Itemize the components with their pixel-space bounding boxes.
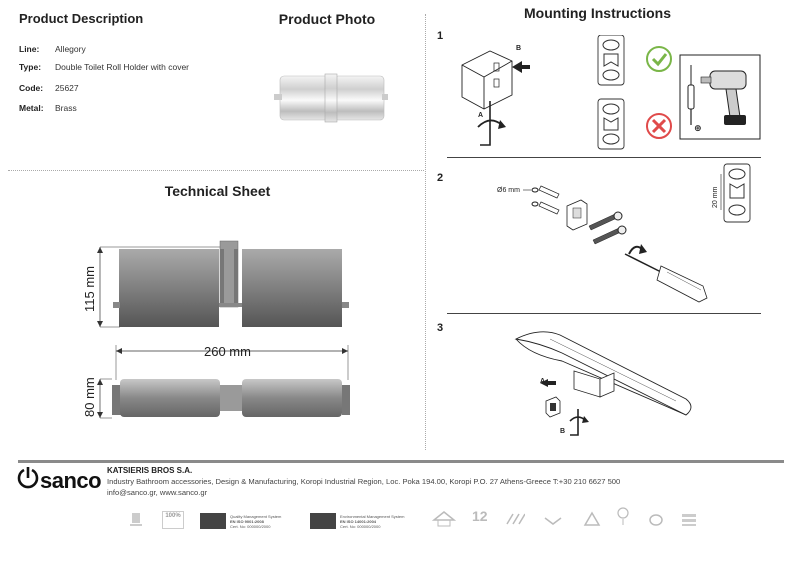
hotel-badge-icon (130, 513, 142, 526)
divider-vertical (425, 14, 426, 450)
sanco-logo-icon (17, 467, 39, 489)
spec-key: Type: (19, 62, 42, 72)
stripes-badge-icon (506, 513, 525, 525)
holder-arm (573, 370, 615, 398)
mounting-instructions-title: Mounting Instructions (524, 5, 671, 21)
cert-number: Cert. No: 000000/2000 (340, 523, 381, 529)
badge-100-percent: 100% (162, 511, 184, 529)
divider-step-2-3 (447, 313, 761, 314)
step-1-number: 1 (437, 30, 444, 42)
screws (588, 211, 627, 245)
spec-code: Code: 25627 (19, 83, 79, 93)
spec-key: Line: (19, 44, 40, 54)
step-1-label-a: A (478, 112, 483, 119)
spec-key: Metal: (19, 103, 44, 113)
screwdriver-icon (687, 65, 695, 125)
divider-step-1-2 (447, 157, 761, 158)
cross-icon (646, 113, 672, 139)
step-2-number: 2 (437, 172, 444, 184)
company-web[interactable]: info@sanco.gr, www.sanco.gr (107, 488, 208, 497)
spec-value: Double Toilet Roll Holder with cover (55, 62, 190, 72)
top-view (97, 378, 350, 419)
cert-name: Quality Management System (230, 513, 282, 519)
badge-12-years: 12 (472, 508, 488, 524)
step-1-illustration: B A ⊕ (461, 35, 761, 150)
step-3-illustration: A B (514, 331, 692, 436)
drill-size-label: Ø6 mm (497, 187, 520, 194)
badge-12-text: 12 (472, 508, 488, 524)
cert-standard: EN ISO 9001:2008 (230, 518, 264, 524)
footer-bar (18, 460, 784, 463)
recycle-badge-icon (583, 511, 601, 526)
spec-value: Brass (55, 103, 77, 113)
hole-spacing-label: 20 mm (712, 186, 719, 208)
front-view (97, 240, 349, 328)
spec-line: Line: Allegory (19, 44, 86, 54)
company-name: KATSIERIS BROS S.A. (107, 466, 193, 475)
badge-100-text: 100% (165, 513, 181, 519)
spec-value: Allegory (55, 44, 86, 54)
product-photo-title: Product Photo (278, 11, 376, 27)
spec-value: 25627 (55, 83, 79, 93)
svg-text:⊕: ⊕ (694, 124, 702, 134)
eu-flag-icon (200, 513, 226, 529)
step-3-label-a: A (540, 378, 545, 385)
sun-badge-icon (617, 507, 629, 525)
divider-horizontal-left (8, 170, 424, 171)
wall-plugs (531, 185, 560, 215)
drill-icon (700, 70, 747, 125)
screwdriver-icon (624, 253, 708, 303)
house-badge-icon (432, 511, 456, 527)
technical-sheet-title: Technical Sheet (164, 183, 271, 199)
technical-drawing: 115 mm 260 mm 80 mm (82, 240, 350, 419)
dim-height-label: 115 mm (82, 266, 97, 312)
cert-iso-9001: Quality Management System EN ISO 9001:20… (200, 512, 300, 530)
check-icon (646, 46, 672, 72)
spec-metal: Metal: Brass (19, 103, 77, 113)
spec-type: Type: Double Toilet Roll Holder with cov… (19, 62, 189, 72)
cover (514, 331, 692, 416)
step-3-number: 3 (437, 322, 444, 334)
bracket (566, 199, 588, 231)
chevron-badge-icon (544, 517, 562, 525)
cert-standard: EN ISO 14001:2004 (340, 518, 377, 524)
bracket (545, 396, 561, 418)
cert-number: Cert. No: 000000/2000 (230, 523, 271, 529)
product-photo (274, 73, 388, 123)
cert-name: Environmental Management System (340, 513, 405, 519)
sanco-logo: sanco (40, 468, 102, 493)
allen-key-icon (569, 409, 589, 436)
company-description: Industry Bathroom accessories, Design & … (107, 477, 621, 486)
spec-key: Code: (19, 83, 44, 93)
eu-flag-icon (310, 513, 336, 529)
step-3-label-b: B (560, 428, 565, 435)
cert-iso-14001: Environmental Management System EN ISO 1… (310, 512, 410, 530)
stack-badge-icon (682, 514, 696, 526)
step-1-label-b: B (516, 45, 521, 52)
dim-width-label: 260 mm (204, 344, 251, 359)
step-2-illustration: Ø6 mm 20 mm (497, 163, 751, 303)
circle-badge-icon (649, 514, 663, 526)
product-description-title: Product Description (19, 11, 144, 26)
dim-depth-label: 80 mm (82, 377, 97, 417)
